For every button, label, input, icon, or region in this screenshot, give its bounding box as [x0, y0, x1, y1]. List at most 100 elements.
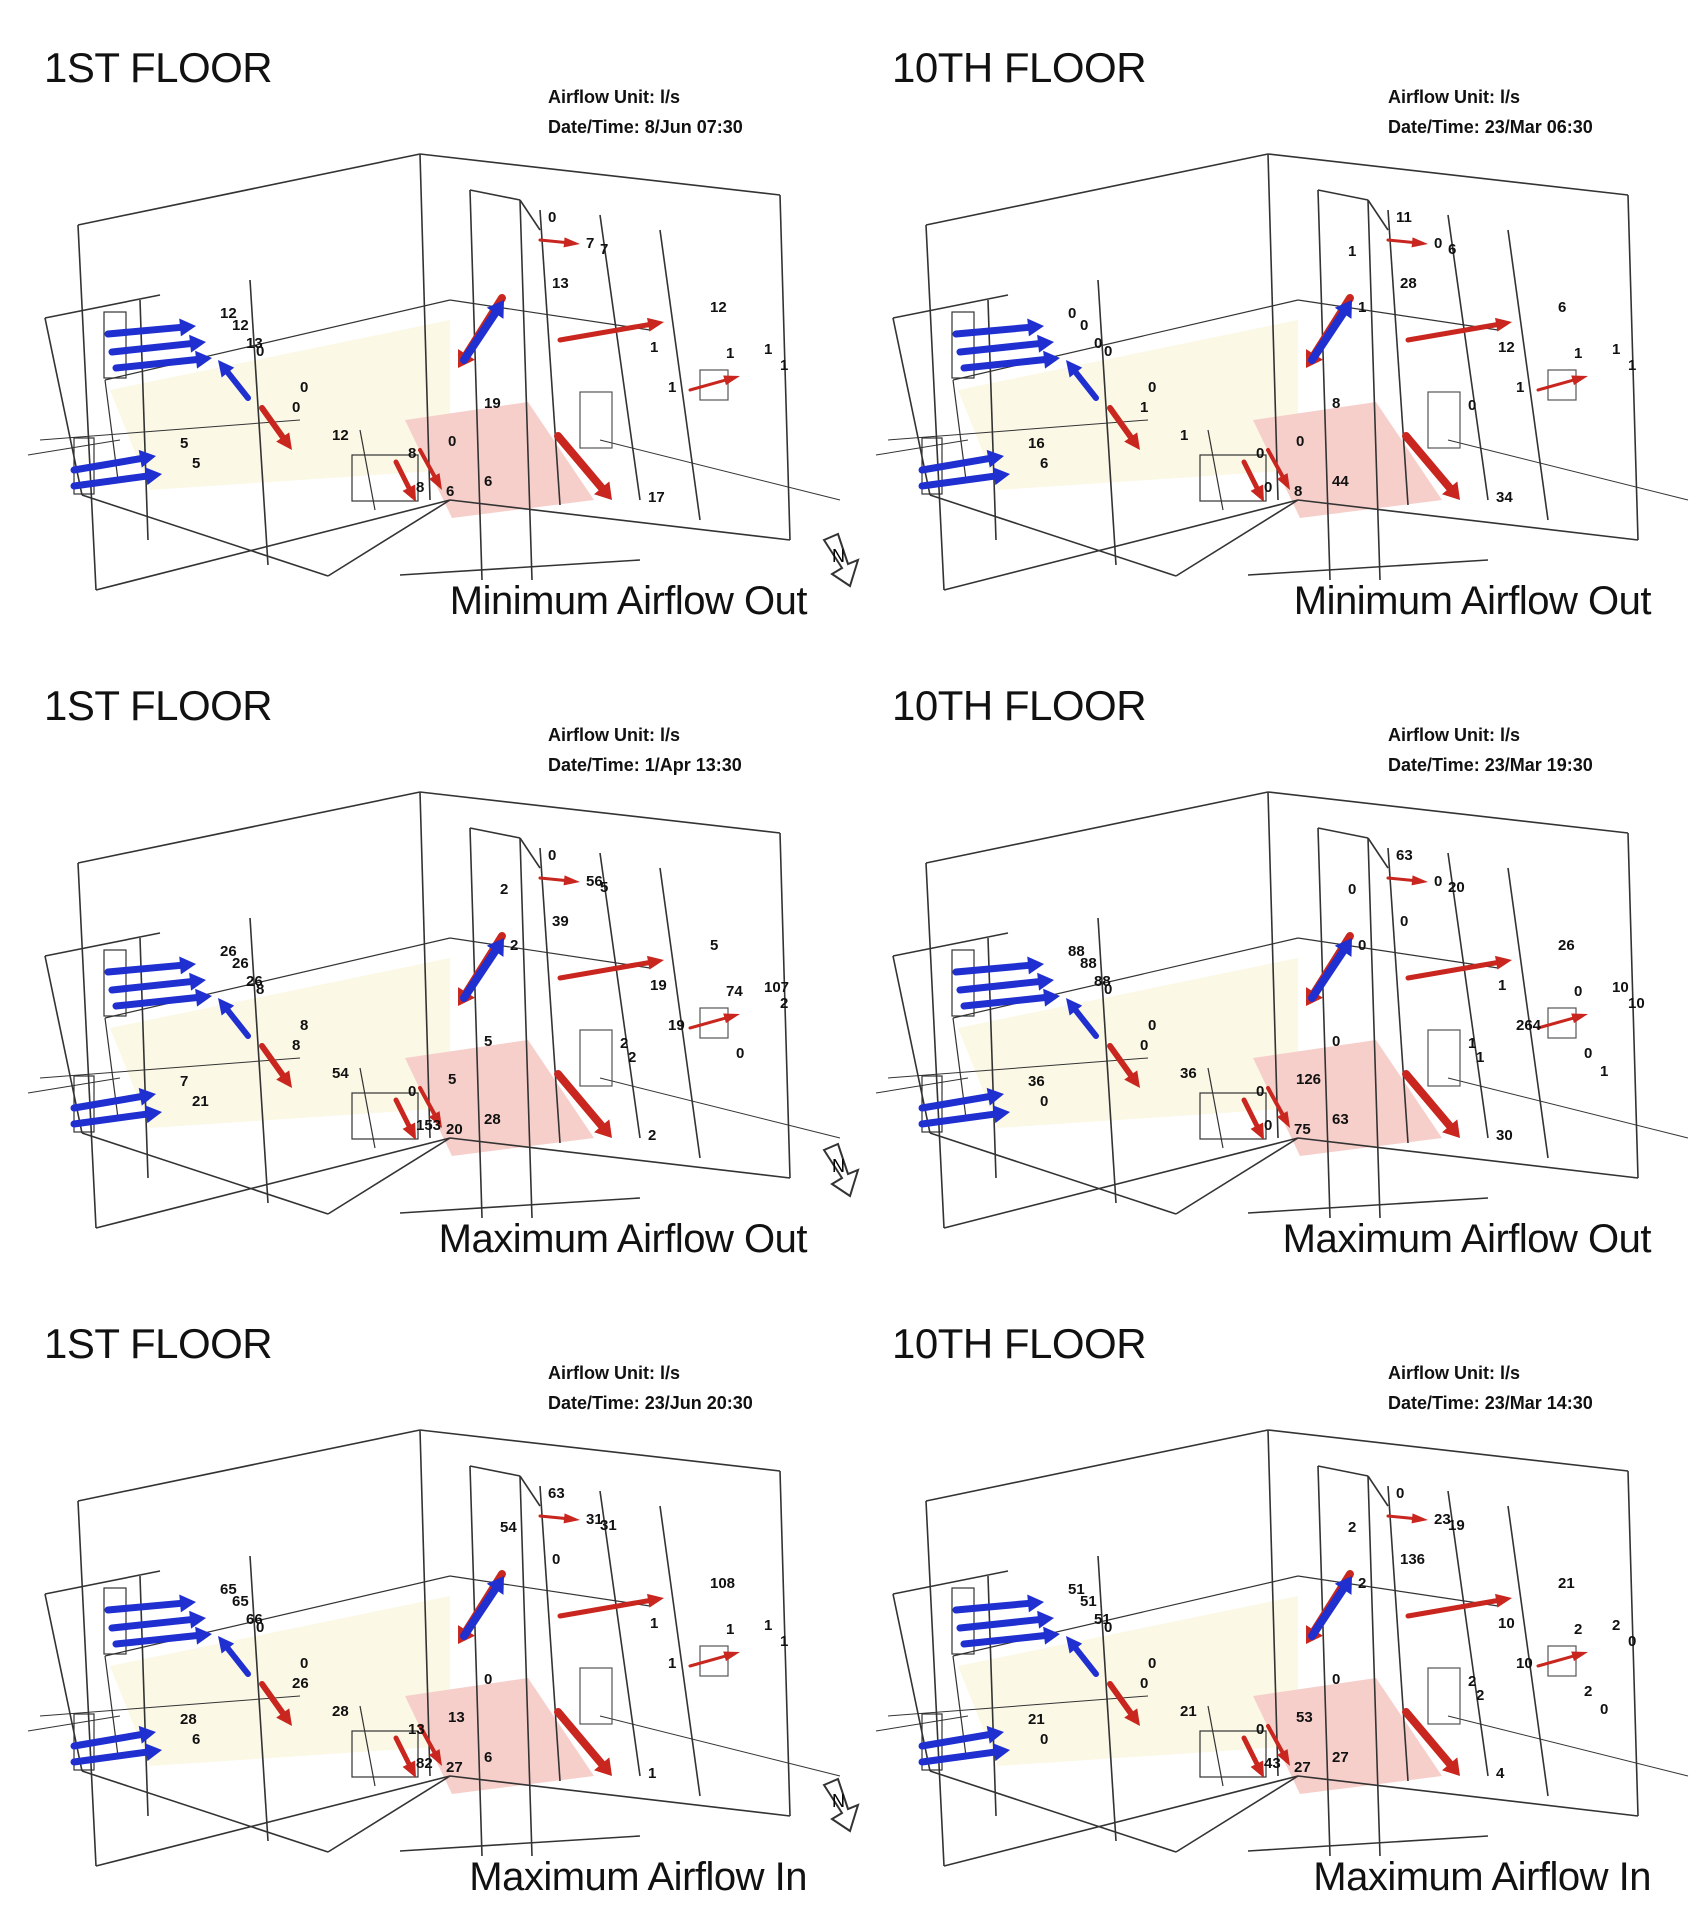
wireframe-edge	[1297, 499, 1639, 541]
airflow-in-arrow	[918, 467, 1010, 490]
meta-info: Airflow Unit: l/s Date/Time: 23/Mar 19:3…	[1388, 720, 1593, 780]
flow-value-label: 0	[1434, 235, 1442, 252]
flow-value-label: 0	[1296, 433, 1304, 450]
airflow-in-arrow	[918, 449, 1004, 474]
airflow-out-arrow	[538, 237, 580, 248]
flow-value-label: 2	[1476, 1687, 1484, 1704]
north-label: N	[832, 546, 845, 566]
airflow-out-arrow	[1386, 1513, 1428, 1524]
airflow-out-arrow	[1536, 1651, 1588, 1668]
flow-value-label: 12	[332, 427, 349, 444]
flow-value-label: 63	[1396, 847, 1413, 864]
wireframe-edge	[1297, 299, 1499, 331]
flow-value-label: 31	[600, 1517, 617, 1534]
flow-value-label: 1	[780, 357, 788, 374]
wireframe-edge	[519, 837, 533, 1219]
flow-value-label: 20	[446, 1121, 463, 1138]
airflow-out-arrow	[1266, 448, 1290, 490]
wireframe-edge	[599, 1490, 641, 1777]
wireframe-edge	[1267, 153, 1629, 196]
flow-value-label: 0	[292, 399, 300, 416]
airflow-out-arrow	[259, 1681, 292, 1726]
wireframe-edge	[1387, 209, 1409, 506]
wireframe-edge	[81, 1132, 329, 1215]
corridor-floor	[110, 958, 450, 1128]
flow-value-label: 6	[484, 1749, 492, 1766]
flow-value-label: 0	[1104, 1619, 1112, 1636]
airflow-unit: Airflow Unit: l/s	[1388, 1363, 1520, 1383]
flow-value-label: 1	[1358, 299, 1366, 316]
wireframe-edge	[449, 499, 791, 541]
floor-title: 10TH FLOOR	[892, 682, 1147, 729]
wireframe-edge	[599, 439, 841, 501]
wireframe-edge	[1317, 189, 1369, 201]
datetime: Date/Time: 8/Jun 07:30	[548, 117, 743, 137]
airflow-out-arrow	[1107, 1043, 1140, 1088]
flow-value-label: 0	[1104, 981, 1112, 998]
airflow-in-arrow	[460, 938, 504, 1002]
wireframe-edge	[39, 1695, 301, 1717]
north-arrow-icon: N	[822, 1142, 860, 1198]
airflow-out-arrow	[1107, 405, 1140, 450]
wireframe-edge	[1207, 1705, 1224, 1787]
flow-value-label: 17	[648, 489, 665, 506]
airflow-out-arrow	[1402, 1070, 1460, 1138]
flow-value-label: 5	[192, 455, 200, 472]
airflow-in-arrow	[960, 1626, 1060, 1648]
flow-value-label: 26	[232, 955, 249, 972]
airflow-in-arrow	[218, 360, 251, 401]
flow-value-label: 1	[1600, 1063, 1608, 1080]
meta-info: Airflow Unit: l/s Date/Time: 23/Mar 06:3…	[1388, 82, 1593, 142]
wireframe-edge	[519, 1475, 533, 1857]
airflow-in-arrow	[918, 1725, 1004, 1750]
airflow-out-arrow	[557, 955, 664, 981]
wireframe-edge	[449, 299, 651, 331]
wireframe-edge	[892, 1593, 931, 1772]
flow-value-label: 21	[192, 1093, 209, 1110]
flow-value-label: 0	[1040, 1731, 1048, 1748]
wireframe-edge	[359, 1067, 376, 1149]
wireframe-edge	[469, 827, 483, 1219]
meta-info: Airflow Unit: l/s Date/Time: 23/Jun 20:3…	[548, 1358, 753, 1418]
flow-value-label: 6	[1040, 455, 1048, 472]
airflow-in-arrow	[112, 988, 212, 1010]
flow-value-label: 1	[1516, 379, 1524, 396]
flow-value-label: 0	[1256, 445, 1264, 462]
wireframe-edge	[449, 1137, 791, 1179]
wireframe-edge	[1297, 1575, 1499, 1607]
flow-value-label: 12	[1498, 339, 1515, 356]
airflow-out-arrow	[1536, 1013, 1588, 1030]
flow-value-label: 8	[292, 1037, 300, 1054]
flow-value-label: 13	[246, 335, 263, 352]
wireframe-edge	[599, 1077, 841, 1139]
north-arrow-icon: N	[822, 1777, 860, 1833]
wireframe-edge	[1447, 1490, 1489, 1777]
shaft-frame	[1427, 1029, 1461, 1087]
flow-value-label: 12	[232, 317, 249, 334]
airflow-out-arrow	[1107, 1681, 1140, 1726]
flow-value-label: 2	[620, 1035, 628, 1052]
flow-value-label: 36	[1180, 1065, 1197, 1082]
flow-value-label: 8	[408, 445, 416, 462]
airflow-out-arrow	[688, 375, 740, 392]
wireframe-edge	[1267, 153, 1279, 501]
window-frame	[1547, 1645, 1577, 1677]
wireframe-edge	[925, 1429, 1269, 1502]
flow-value-label: 65	[220, 1581, 237, 1598]
flow-value-label: 26	[220, 943, 237, 960]
flow-value-label: 19	[1448, 1517, 1465, 1534]
flow-value-label: 0	[484, 1671, 492, 1688]
airflow-out-arrow	[1241, 1735, 1264, 1778]
wireframe-edge	[44, 1593, 83, 1772]
airflow-out-arrow	[393, 1735, 416, 1778]
stair-floor	[405, 1678, 594, 1794]
wireframe-edge	[925, 862, 945, 1229]
flow-value-label: 0	[1358, 937, 1366, 954]
airflow-in-arrow	[104, 956, 196, 976]
airflow-in-arrow	[1066, 998, 1099, 1039]
airflow-in-arrow	[1308, 938, 1352, 1002]
flow-value-label: 1	[668, 379, 676, 396]
wireframe-edge	[419, 791, 431, 1139]
wireframe-edge	[1207, 429, 1224, 511]
